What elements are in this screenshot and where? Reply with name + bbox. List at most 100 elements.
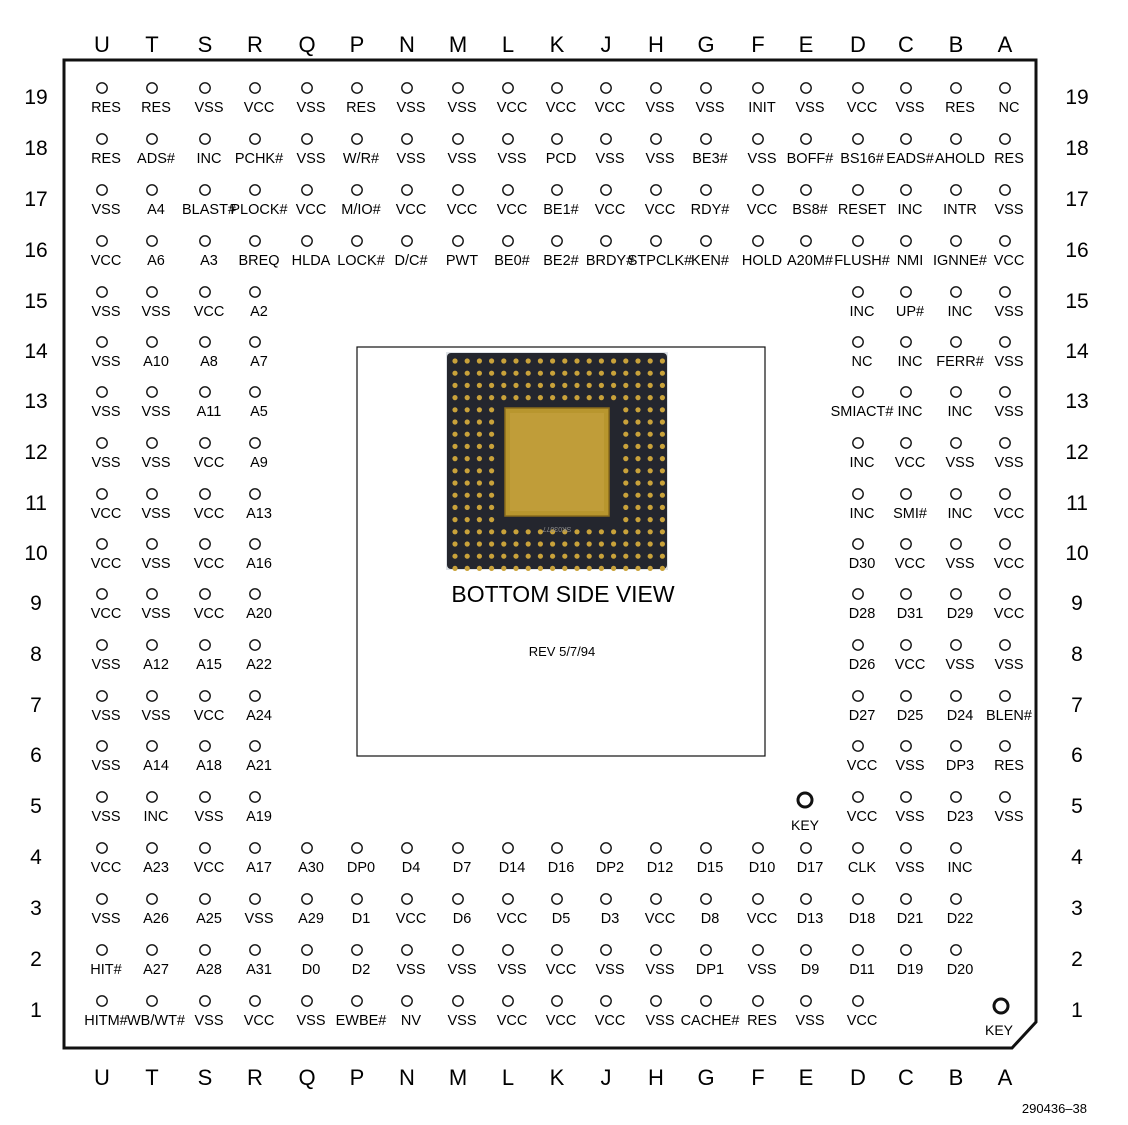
pin-circle-icon bbox=[900, 184, 912, 196]
pin-circle-icon bbox=[199, 336, 211, 348]
figure-id: 290436–38 bbox=[1022, 1101, 1087, 1116]
pin-label: D13 bbox=[797, 911, 824, 927]
column-label: F bbox=[751, 1065, 764, 1090]
row-label: 19 bbox=[24, 86, 47, 109]
chip-pin bbox=[623, 468, 629, 474]
pin-s4: VCC bbox=[194, 842, 224, 876]
pin-circle-icon bbox=[999, 184, 1011, 196]
package-outline bbox=[62, 58, 1038, 1050]
pin-circle-icon bbox=[249, 995, 261, 1007]
chip-pin bbox=[476, 480, 482, 486]
pin-label: ADS# bbox=[137, 151, 175, 167]
pin-circle-icon bbox=[950, 336, 962, 348]
chip-pin bbox=[574, 541, 580, 547]
chip-pin bbox=[513, 565, 519, 572]
chip-pin bbox=[635, 370, 641, 376]
pin-a18: RES bbox=[994, 133, 1024, 167]
chip-pin bbox=[452, 492, 458, 498]
pin-c19: VSS bbox=[895, 82, 925, 116]
pin-label: FLUSH# bbox=[834, 253, 890, 269]
chip-pin bbox=[574, 565, 580, 572]
pin-b17: INTR bbox=[943, 184, 977, 218]
pin-q1: VSS bbox=[296, 995, 326, 1029]
pin-label: IGNNE# bbox=[933, 253, 987, 269]
chip-pin bbox=[635, 492, 641, 498]
pin-label: D30 bbox=[849, 556, 876, 572]
chip-pin bbox=[476, 370, 482, 376]
chip-pin bbox=[635, 480, 641, 486]
chip-pin bbox=[659, 529, 666, 535]
pin-label: VSS bbox=[296, 1013, 325, 1029]
pin-label: VSS bbox=[645, 1013, 674, 1029]
pin-n19: VSS bbox=[396, 82, 426, 116]
chip-pin bbox=[513, 382, 519, 388]
pin-l17: VCC bbox=[497, 184, 527, 218]
pin-a9: VCC bbox=[994, 588, 1024, 622]
pin-circle-icon bbox=[800, 184, 812, 196]
pin-j19: VCC bbox=[595, 82, 625, 116]
pin-r15: A2 bbox=[249, 286, 268, 320]
pin-circle-icon bbox=[950, 588, 962, 600]
pin-u2: HIT# bbox=[90, 944, 122, 978]
pin-circle-icon bbox=[401, 133, 413, 145]
pin-label: BS16# bbox=[840, 151, 884, 167]
pin-label: A24 bbox=[246, 708, 272, 724]
pin-circle-icon bbox=[999, 235, 1011, 247]
pin-circle-icon bbox=[96, 538, 108, 550]
column-label: A bbox=[998, 32, 1013, 57]
chip-pin bbox=[476, 419, 482, 425]
pin-r18: PCHK# bbox=[235, 133, 283, 167]
pin-a19: NC bbox=[999, 82, 1019, 116]
pin-circle-icon bbox=[96, 639, 108, 651]
pin-label: D2 bbox=[352, 962, 371, 978]
chip-pin bbox=[464, 395, 470, 401]
row-label: 17 bbox=[1065, 188, 1088, 211]
chip-pin bbox=[489, 370, 495, 376]
chip-pin bbox=[598, 382, 605, 388]
pin-label: INTR bbox=[943, 202, 977, 218]
chip-pin bbox=[647, 468, 653, 474]
column-label: H bbox=[648, 32, 664, 57]
chip-pin bbox=[635, 541, 641, 547]
chip-pin bbox=[489, 468, 495, 474]
pin-circle-icon bbox=[146, 336, 158, 348]
pin-m18: VSS bbox=[447, 133, 477, 167]
pin-circle-icon bbox=[900, 791, 912, 803]
pin-circle-icon bbox=[800, 842, 812, 854]
pin-e2: D9 bbox=[800, 944, 819, 978]
chip-pin bbox=[476, 541, 482, 547]
chip-pin bbox=[635, 553, 641, 559]
pin-q4: A30 bbox=[298, 842, 324, 876]
pin-circle-icon bbox=[950, 842, 962, 854]
chip-pin bbox=[574, 382, 580, 388]
pin-circle-icon bbox=[800, 893, 812, 905]
pin-circle-icon bbox=[452, 944, 464, 956]
chip-pin bbox=[537, 565, 544, 572]
pin-c12: VCC bbox=[895, 437, 925, 471]
chip-pin bbox=[525, 358, 531, 364]
pin-c10: VCC bbox=[895, 538, 925, 572]
pin-label: A28 bbox=[196, 962, 222, 978]
chip-pin bbox=[635, 504, 641, 510]
pin-label: D31 bbox=[897, 606, 924, 622]
pin-circle-icon bbox=[551, 82, 563, 94]
pin-j4: DP2 bbox=[596, 842, 624, 876]
chip-pin bbox=[476, 358, 482, 364]
pin-circle-icon bbox=[600, 235, 612, 247]
pin-circle-icon bbox=[900, 639, 912, 651]
row-label: 14 bbox=[1065, 340, 1089, 363]
pin-label: D16 bbox=[548, 860, 575, 876]
pin-c7: D25 bbox=[897, 690, 923, 724]
pin-label: BE3# bbox=[692, 151, 727, 167]
pin-d7: D27 bbox=[849, 690, 875, 724]
chip-pin bbox=[659, 553, 666, 559]
pin-t3: A26 bbox=[143, 893, 169, 927]
pin-label: INC bbox=[948, 860, 973, 876]
pin-label: PCHK# bbox=[235, 151, 283, 167]
chip-pin bbox=[623, 456, 629, 462]
row-label: 8 bbox=[1071, 643, 1083, 666]
pin-circle-icon bbox=[999, 791, 1011, 803]
pin-circle-icon bbox=[950, 386, 962, 398]
pin-label: VCC bbox=[497, 1013, 528, 1029]
chip-pin bbox=[647, 492, 653, 498]
